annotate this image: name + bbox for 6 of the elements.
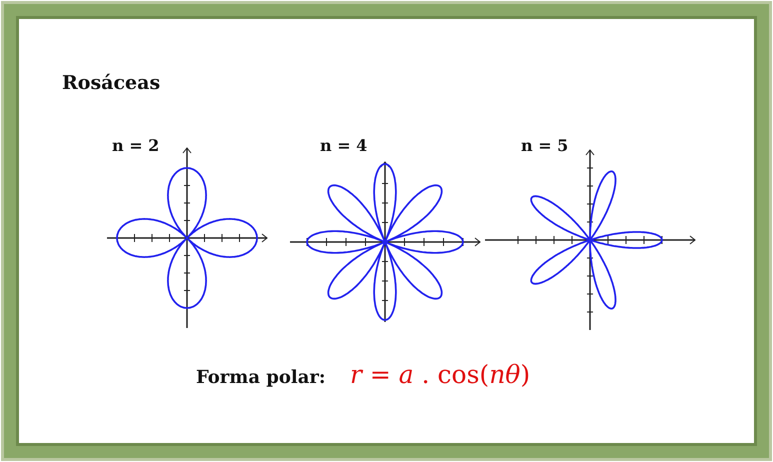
title: Rosáceas [62,72,160,94]
plot-label: n = 2 [112,136,160,155]
formula: r = a . cos(nθ) [350,360,530,389]
formula-label: Forma polar: [196,367,326,388]
plot-label: n = 4 [320,136,368,155]
plot-label: n = 5 [521,136,568,155]
